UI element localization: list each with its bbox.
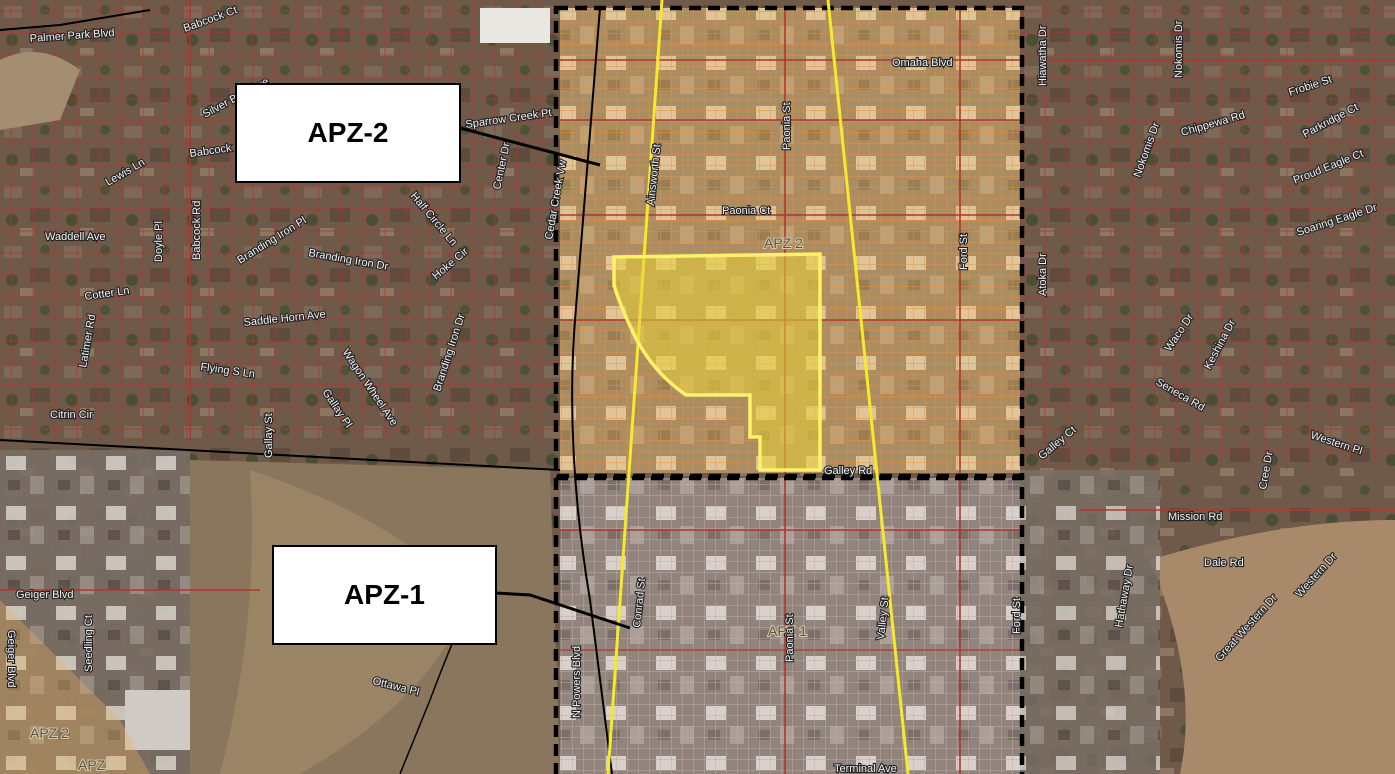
- street-label: Geiger Blvd: [16, 589, 73, 601]
- street-label: Omaha Blvd: [892, 57, 953, 69]
- street-label: Doyle Pl: [153, 221, 165, 262]
- apz-2-callout-text: APZ-2: [307, 117, 389, 148]
- street-label: Ford St: [1011, 598, 1023, 634]
- street-label: Valley St: [875, 597, 891, 641]
- storage-units: [125, 690, 190, 750]
- street-label: Seedling Ct: [83, 615, 95, 672]
- large-building-roof: [480, 8, 550, 43]
- street-label: Paonia Ct: [722, 205, 770, 217]
- street-label: Dale Rd: [1204, 557, 1244, 569]
- apz-2-callout: APZ-2: [235, 83, 461, 183]
- street-label: Waddell Ave: [45, 231, 106, 243]
- residential-parcels-east: [1020, 0, 1395, 470]
- street-label: Babcock Rd: [191, 201, 203, 260]
- apz-corner-label: APZ: [78, 757, 106, 773]
- street-label: Geiger Blvd: [5, 630, 17, 687]
- street-label: Ford St: [958, 234, 970, 270]
- street-label: Paonia St: [784, 614, 796, 662]
- highlighted-parcel[interactable]: [612, 252, 822, 472]
- apz-2-corner-fill: [0, 600, 150, 774]
- apz-2-leader-line: [459, 126, 601, 167]
- apz-1-zone-grid: [560, 478, 1020, 774]
- street-label: Atoka Dr: [1037, 253, 1049, 296]
- street-label: Hiawatha Dr: [1037, 25, 1049, 86]
- street-label: Nokomis Dr: [1173, 20, 1185, 78]
- commercial-area-se: [1020, 470, 1160, 774]
- street-label: Galley Rd: [824, 465, 872, 477]
- residential-parcels-west: [0, 0, 560, 440]
- street-label: Gallay St: [263, 413, 275, 458]
- apz-1-map-label: APZ 1: [768, 623, 807, 639]
- open-land-se: [1150, 520, 1395, 774]
- apz-1-callout-text: APZ-1: [344, 579, 425, 610]
- runway-clear-zone-lines: [606, 0, 910, 774]
- apz-2-map-label: APZ 2: [764, 235, 803, 251]
- street-label: Terminal Ave: [834, 763, 897, 774]
- apz-2-corner-label: APZ 2: [30, 725, 69, 741]
- apz-1-leader-line: [495, 591, 631, 630]
- street-label: N Powers Blvd: [571, 646, 583, 718]
- street-label: Citrin Cir: [50, 409, 93, 421]
- apz-boundaries: [553, 5, 1025, 774]
- street-label: Paonia St: [781, 102, 793, 150]
- apz-1-callout: APZ-1: [272, 545, 497, 645]
- open-field-nw: [0, 52, 80, 130]
- street-label: Mission Rd: [1168, 511, 1222, 523]
